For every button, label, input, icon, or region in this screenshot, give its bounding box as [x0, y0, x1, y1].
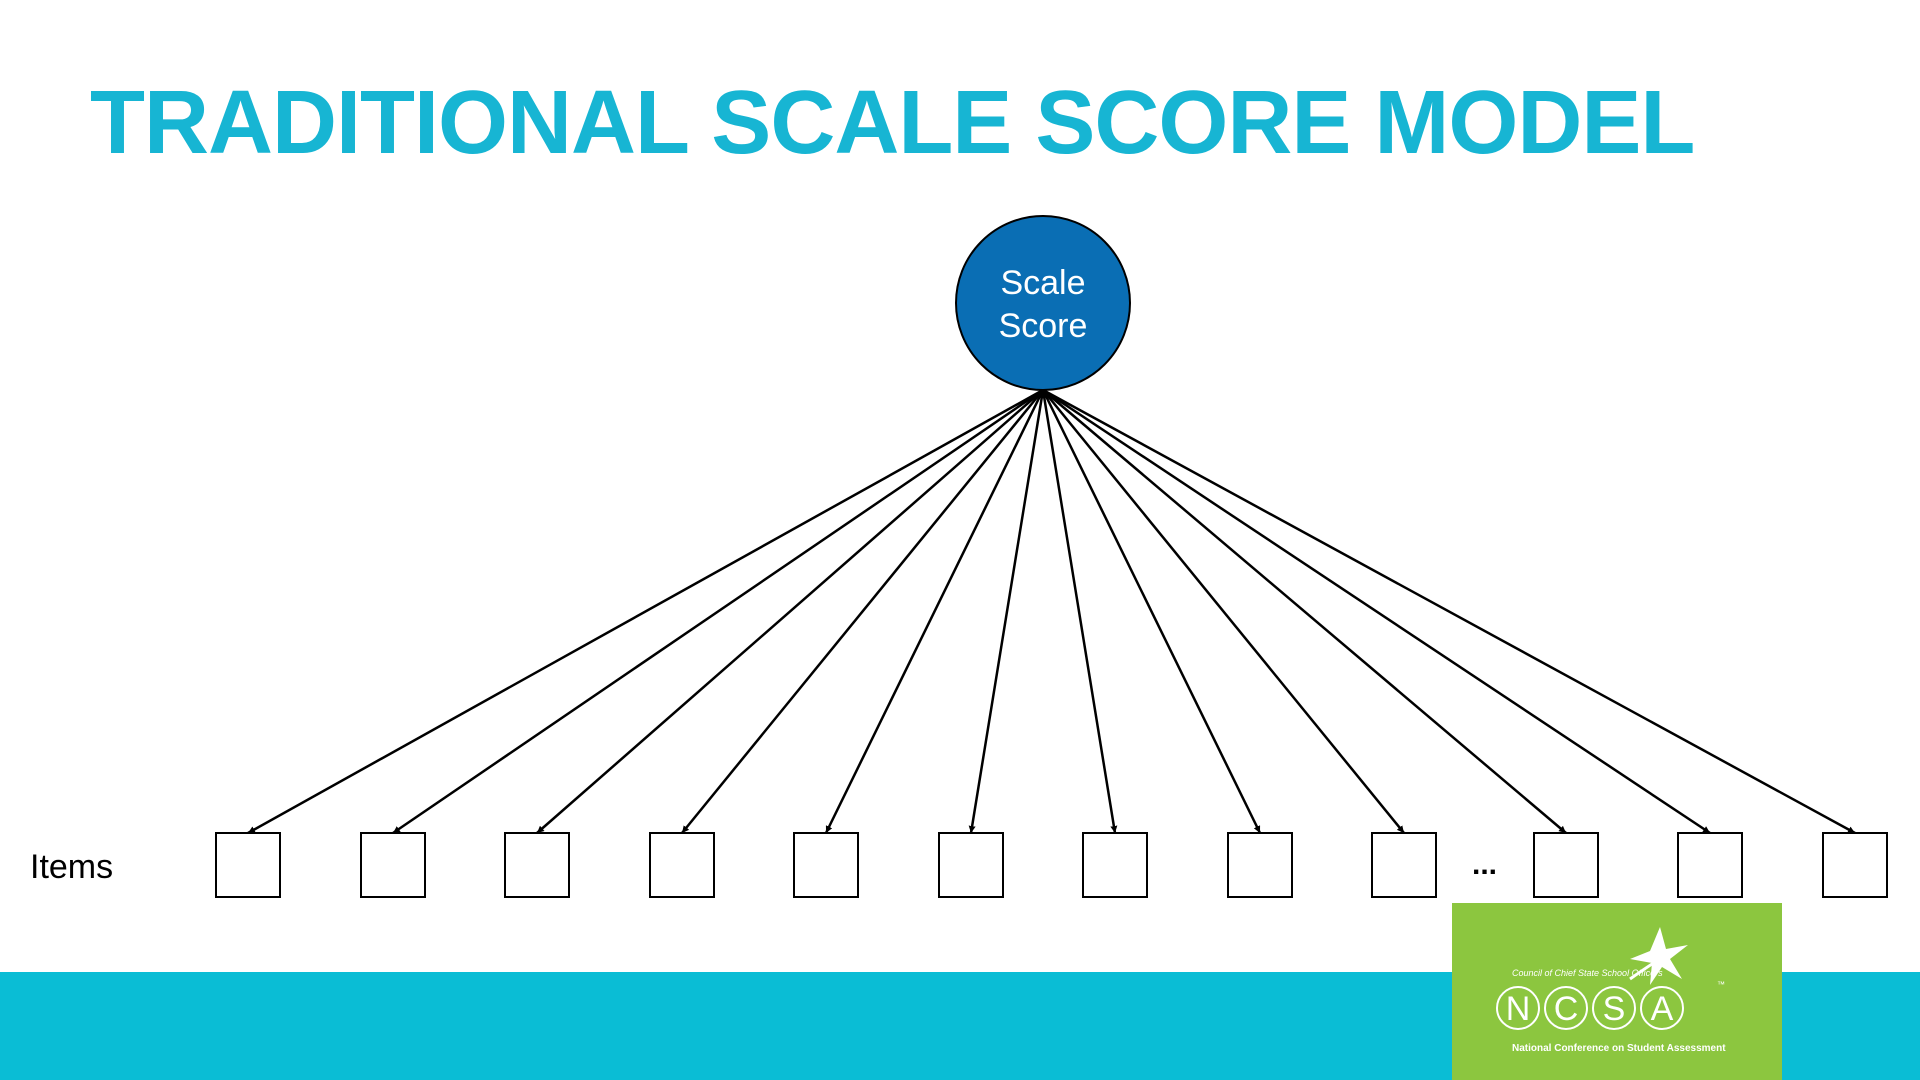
logo-letter-circle [1544, 986, 1588, 1030]
edge-arrow [1041, 389, 1262, 834]
scale-score-label-line1: Scale [1000, 264, 1085, 302]
edge-arrow [392, 388, 1044, 835]
logo-council-text: Council of Chief State School Officers [1512, 968, 1663, 978]
star-icon [1629, 927, 1688, 985]
item-box [649, 832, 715, 898]
item-box [1371, 832, 1437, 898]
item-boxes [215, 832, 1888, 898]
logo-letter: S [1603, 990, 1626, 1028]
edge-arrow [1042, 389, 1567, 834]
trademark-mark: ™ [1717, 980, 1725, 989]
diagram-edges [247, 388, 1856, 835]
edge-arrow [1042, 388, 1711, 835]
item-box [1677, 832, 1743, 898]
item-box [215, 832, 281, 898]
logo-letter-circle [1592, 986, 1636, 1030]
logo-letter: A [1651, 990, 1674, 1028]
edge-arrow [1042, 389, 1405, 834]
scale-score-label-line2: Score [999, 307, 1088, 345]
logo-subtitle: National Conference on Student Assessmen… [1512, 1043, 1726, 1054]
item-box [1227, 832, 1293, 898]
logo-letter-circle [1496, 986, 1540, 1030]
item-box [360, 832, 426, 898]
logo-letter-circle [1640, 986, 1684, 1030]
edge-arrow [681, 389, 1044, 834]
slide-title: TRADITIONAL SCALE SCORE MODEL [90, 73, 1695, 173]
edge-arrow [968, 389, 1045, 834]
item-box [1082, 832, 1148, 898]
edge-arrow [1041, 389, 1118, 834]
edge-arrow [824, 389, 1045, 834]
ellipsis: ... [1472, 848, 1498, 881]
items-label: Items [30, 848, 114, 886]
logo-letter: N [1506, 990, 1531, 1028]
edge-arrow [536, 389, 1044, 834]
logo-letter: C [1554, 990, 1579, 1028]
item-box [938, 832, 1004, 898]
edge-arrow [1042, 388, 1856, 835]
edge-arrow [247, 388, 1044, 835]
item-box [504, 832, 570, 898]
scale-score-node: Scale Score [955, 215, 1131, 391]
item-box [793, 832, 859, 898]
item-box [1533, 832, 1599, 898]
item-box [1822, 832, 1888, 898]
